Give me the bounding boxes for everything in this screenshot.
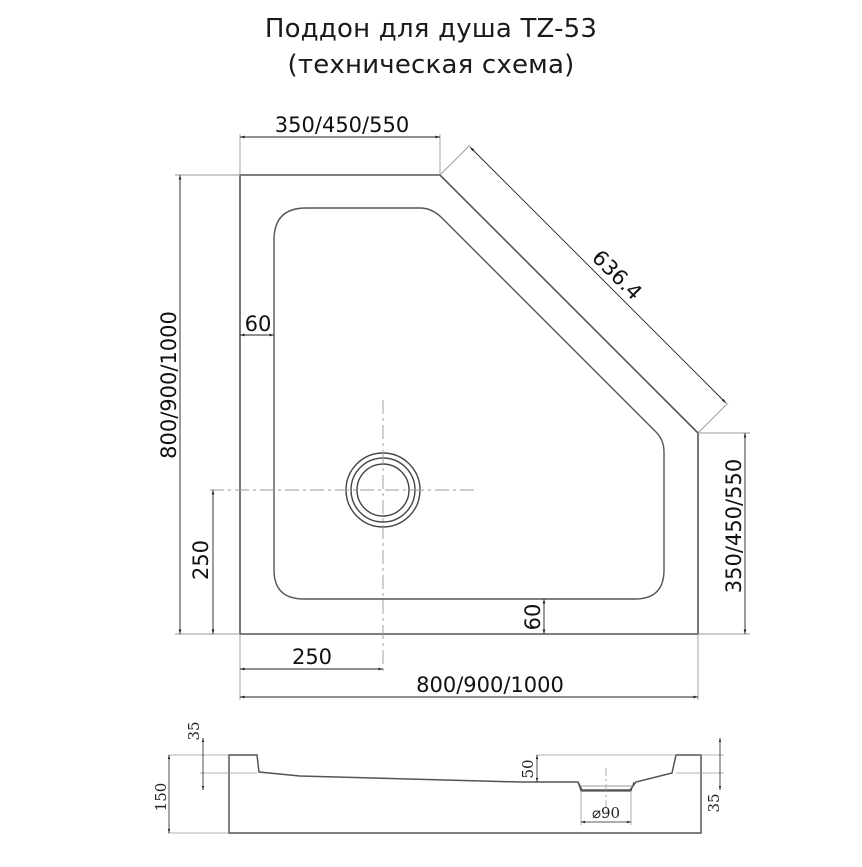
label-rim-height-right: 35: [705, 793, 723, 812]
dim-bottom-width: [240, 634, 699, 700]
label-drain-x: 250: [292, 645, 332, 669]
drawing-subtitle: (техническая схема): [287, 50, 575, 80]
drawing-title: Поддон для душа TZ-53: [264, 14, 598, 44]
section-profile: [228, 754, 702, 834]
label-bottom-width: 800/900/1000: [416, 673, 564, 697]
label-drain-diameter: ⌀90: [592, 804, 620, 822]
dim-diagonal: [439, 144, 729, 434]
dim-left-height: [175, 174, 240, 635]
label-diagonal: 636.4: [587, 245, 646, 304]
label-drain-depth: 50: [519, 759, 537, 778]
label-top-width: 350/450/550: [275, 113, 409, 137]
label-left-height: 800/900/1000: [157, 311, 181, 459]
dim-right-height: [698, 432, 750, 635]
tray-outline: [239, 174, 699, 635]
label-section-height: 150: [152, 783, 170, 812]
label-rim-bottom: 60: [521, 604, 545, 631]
label-right-height: 350/450/550: [722, 459, 746, 593]
label-drain-y: 250: [189, 540, 213, 580]
label-rim-left: 60: [245, 312, 272, 336]
dim-drain-x: [239, 634, 383, 700]
section-view: 150 35 50 ⌀90 35: [152, 721, 724, 834]
basin-outline: [273, 207, 665, 600]
drain-icon: [210, 400, 475, 672]
label-rim-height-left: 35: [185, 721, 203, 740]
plan-view: 350/450/550 636.4 800/900/1000 250 60: [157, 113, 750, 700]
dim-top-width: [239, 134, 441, 175]
